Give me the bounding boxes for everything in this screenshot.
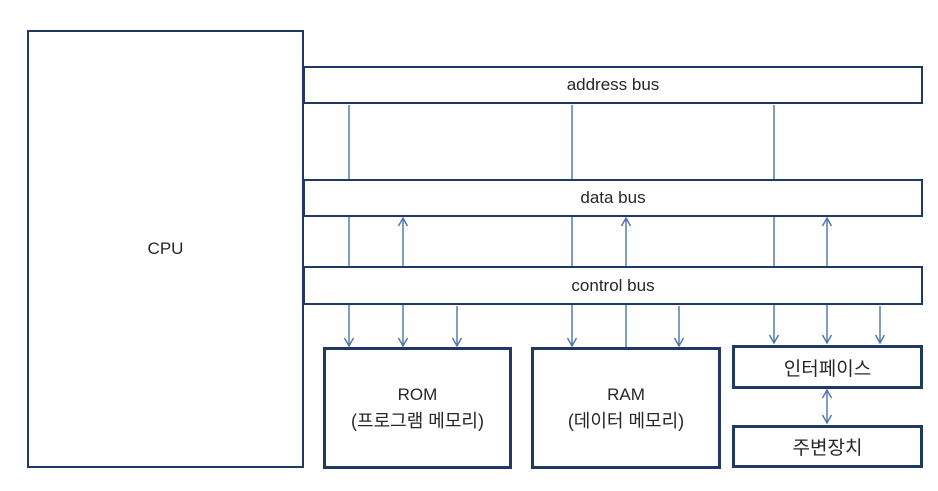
peripheral-label: 주변장치 [792,438,863,459]
control-bus-bar: control bus [303,266,923,305]
ram-box: RAM (데이터 메모리) [531,347,721,469]
rom-box: ROM (프로그램 메모리) [323,347,512,469]
control-bus-label: control bus [571,275,655,295]
edge-address-to-interface [768,105,780,345]
address-bus-bar: address bus [303,66,923,104]
edge-control-to-ram [673,306,685,348]
cpu-box: CPU [27,30,304,468]
edge-control-to-interface [874,306,886,345]
address-bus-label: address bus [566,75,660,94]
ram-subtitle: (데이터 메모리) [567,410,685,431]
cpu-label: CPU [147,239,184,258]
data-bus-label: data bus [580,188,646,207]
data-bus-bar: data bus [303,179,923,217]
interface-label: 인터페이스 [783,358,872,380]
edge-address-to-ram [566,105,578,348]
edge-address-to-rom [343,105,355,348]
interface-box: 인터페이스 [732,345,923,389]
edge-control-to-rom [451,306,463,348]
rom-title: ROM [397,384,438,404]
peripheral-box: 주변장치 [732,425,923,468]
edge-interface-peripheral-exchange [821,388,833,425]
rom-subtitle: (프로그램 메모리) [351,410,484,431]
ram-title: RAM [607,384,645,404]
